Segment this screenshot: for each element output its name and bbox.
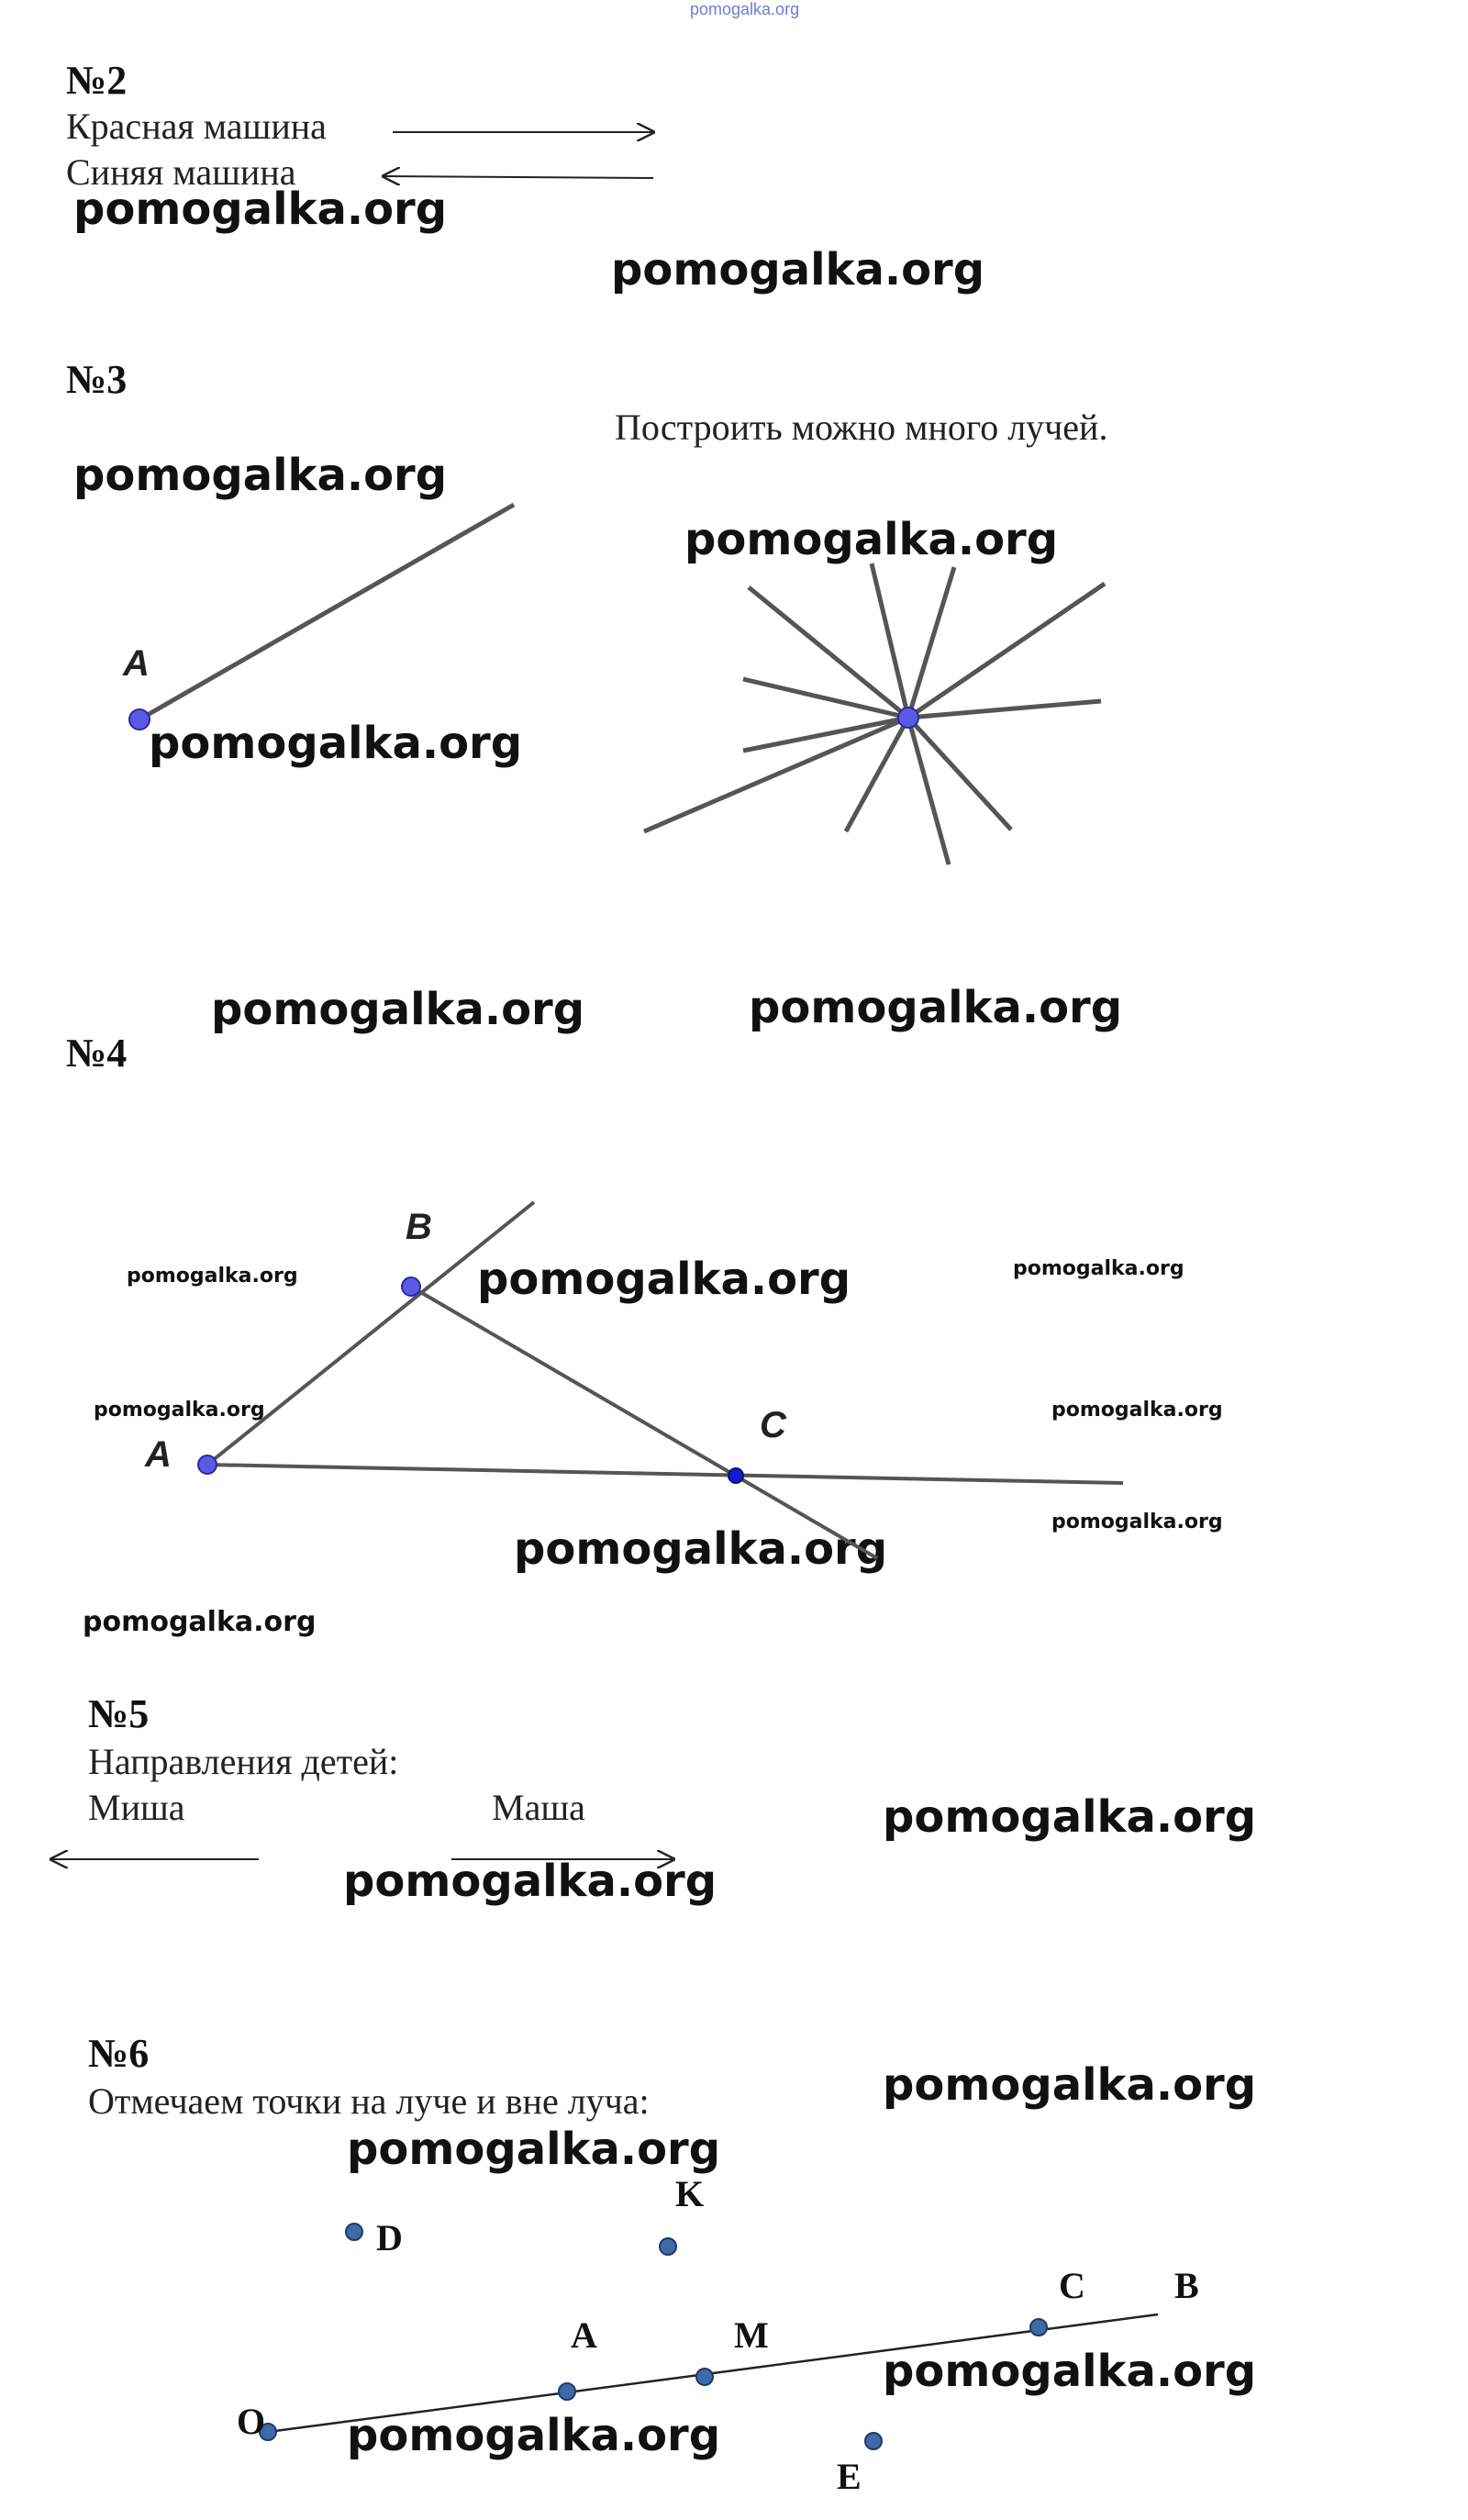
task2-blue-car: Синяя машина	[66, 151, 296, 193]
watermark: pomogalka.org	[211, 984, 585, 1035]
point-a	[558, 2382, 576, 2401]
watermark: pomogalka.org	[883, 2346, 1257, 2397]
task5-masha: Маша	[492, 1787, 585, 1828]
point-k	[659, 2237, 677, 2256]
watermark: pomogalka.org	[1051, 1511, 1223, 1533]
point-c-label: C	[760, 1405, 787, 1445]
point-a-label: A	[571, 2314, 597, 2356]
point-a	[128, 708, 150, 730]
watermark: pomogalka.org	[1013, 1257, 1184, 1280]
task2-heading: №2	[66, 58, 128, 103]
point-b-label: B	[1174, 2265, 1199, 2306]
top-watermark: pomogalka.org	[690, 0, 800, 18]
ray-ac	[206, 1463, 1124, 1485]
watermark: pomogalka.org	[749, 982, 1123, 1033]
point-e-label: E	[837, 2456, 862, 2497]
watermark: pomogalka.org	[149, 718, 523, 769]
task3-note: Построить можно много лучей.	[615, 407, 1108, 448]
task4-heading: №4	[66, 1031, 128, 1076]
task3-heading: №3	[66, 357, 128, 402]
watermark: pomogalka.org	[343, 1856, 717, 1907]
watermark: pomogalka.org	[83, 1606, 317, 1638]
watermark: pomogalka.org	[883, 2059, 1257, 2111]
watermark: pomogalka.org	[514, 1523, 888, 1575]
task5-misha: Миша	[88, 1787, 185, 1828]
point-c-label: C	[1059, 2265, 1085, 2306]
ray-bundle	[643, 563, 1107, 865]
task5-directions: Направления детей:	[88, 1741, 399, 1782]
watermark: pomogalka.org	[73, 184, 448, 235]
point-a-label: A	[122, 643, 150, 684]
ray-a	[138, 502, 516, 722]
ray-bc	[409, 1285, 879, 1560]
watermark: pomogalka.org	[73, 450, 448, 501]
point-o	[259, 2423, 277, 2441]
point-a-label: A	[144, 1434, 172, 1475]
watermark: pomogalka.org	[684, 514, 1059, 565]
point-c	[728, 1467, 744, 1484]
watermark: pomogalka.org	[1051, 1399, 1223, 1422]
point-m-label: M	[734, 2314, 769, 2356]
point-e	[864, 2432, 883, 2450]
watermark: pomogalka.org	[347, 2410, 721, 2461]
watermark: pomogalka.org	[347, 2124, 721, 2175]
ray-ab	[206, 1200, 536, 1466]
task6-instruction: Отмечаем точки на луче и вне луча:	[88, 2080, 650, 2122]
point-c	[1029, 2318, 1048, 2336]
ray-points	[259, 2223, 1048, 2450]
point-d-label: D	[376, 2217, 403, 2258]
point-b	[401, 1277, 421, 1297]
ray-bundle-center	[897, 707, 919, 729]
task2-red-car: Красная машина	[66, 106, 327, 147]
blue-car-arrow	[384, 176, 654, 178]
point-a	[197, 1455, 217, 1475]
point-k-label: K	[675, 2173, 704, 2214]
watermark: pomogalka.org	[611, 244, 985, 295]
point-b-label: B	[406, 1207, 432, 1247]
point-d	[345, 2223, 363, 2241]
task6-heading: №6	[88, 2031, 150, 2076]
point-m	[695, 2368, 714, 2386]
point-o-label: O	[237, 2401, 265, 2442]
watermark: pomogalka.org	[127, 1265, 298, 1288]
task5-heading: №5	[88, 1691, 150, 1736]
watermark: pomogalka.org	[477, 1254, 851, 1305]
watermark: pomogalka.org	[883, 1791, 1257, 1843]
watermark: pomogalka.org	[94, 1399, 265, 1422]
